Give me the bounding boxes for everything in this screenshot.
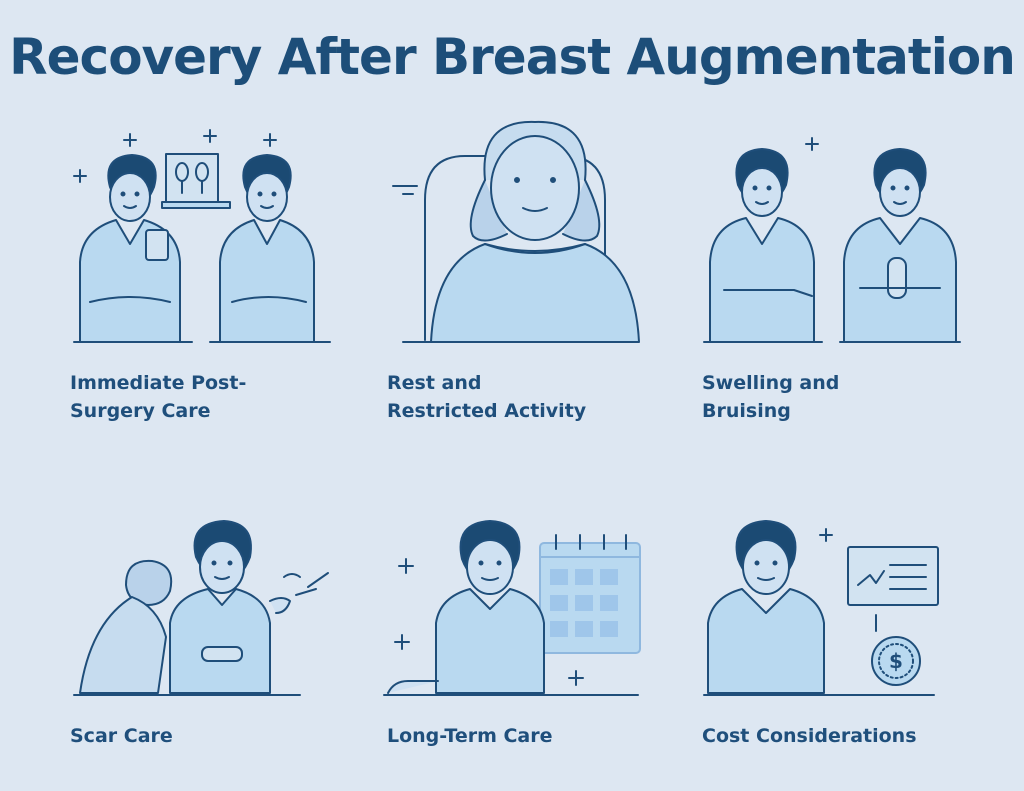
caption-rest-and-restricted-activity: Rest and Restricted Activity [387, 372, 587, 422]
swelling-illustration [703, 137, 961, 343]
hand-icon [269, 597, 291, 614]
chart-card-icon [847, 546, 939, 632]
sparkle-icon [805, 137, 819, 151]
sparkle-icon [568, 670, 584, 686]
sparkle-icon [819, 528, 833, 542]
sparkle-icon [263, 133, 277, 147]
sparkle-icon [394, 634, 410, 650]
spray-lines-icon [283, 572, 329, 596]
scar-care-illustration [73, 520, 329, 696]
cost-illustration: $ [703, 520, 939, 696]
caption-long-term-care: Long-Term Care [387, 725, 553, 747]
sparkle-icon [123, 133, 137, 147]
caption-cost-considerations: Cost Considerations [702, 725, 917, 747]
xray-screen-icon [165, 153, 219, 203]
calendar-icon [539, 534, 641, 654]
calendar-illustration [383, 520, 641, 696]
caption-immediate-post-surgery-care: Immediate Post- Surgery Care [70, 372, 247, 422]
ice-pack-icon [887, 257, 907, 299]
rest-illustration [392, 120, 640, 343]
dollar-symbol: $ [889, 649, 903, 673]
sparkle-icon [203, 129, 217, 143]
caption-scar-care: Scar Care [70, 725, 173, 747]
clipboard-icon [145, 229, 169, 261]
sparkle-icon [398, 558, 414, 574]
post-surgery-care-illustration [73, 129, 331, 343]
sparkle-icon [73, 169, 87, 183]
caption-swelling-and-bruising: Swelling and Bruising [702, 372, 840, 422]
page-title: Recovery After Breast Augmentation [9, 28, 1016, 86]
